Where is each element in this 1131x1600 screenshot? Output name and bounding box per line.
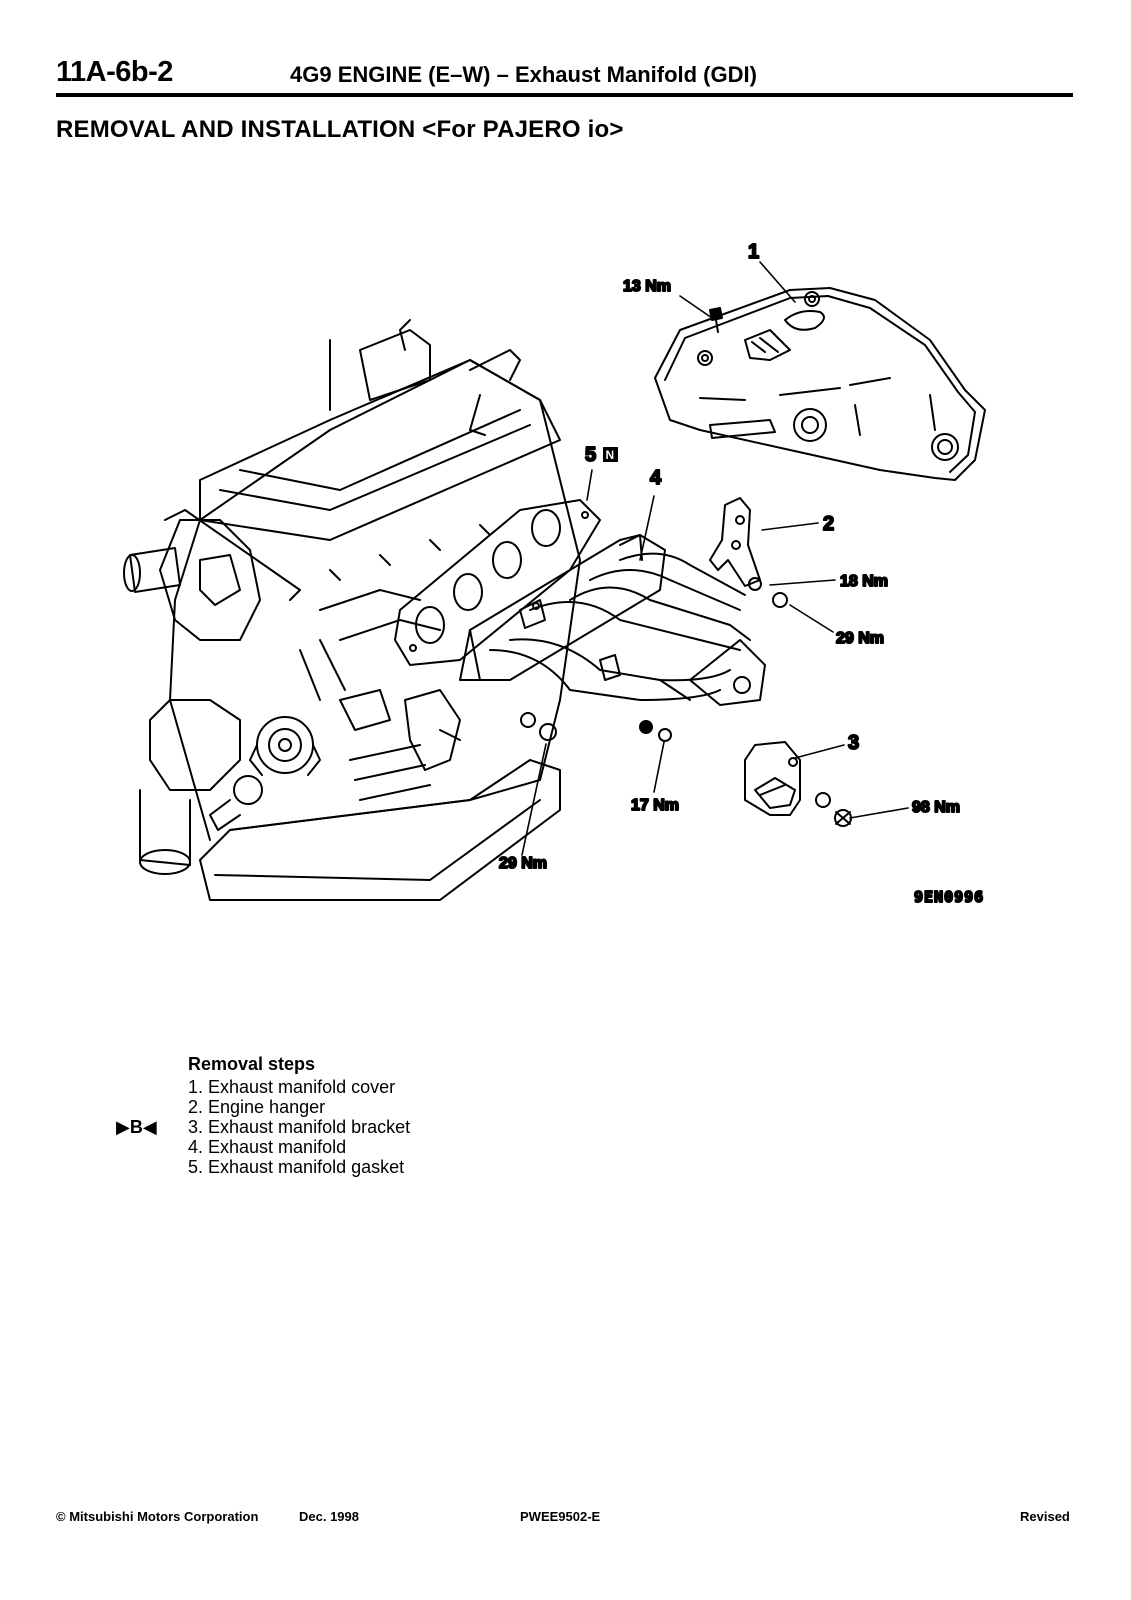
torque-hanger-nut: 18 Nm bbox=[840, 573, 888, 590]
exploded-view-diagram: 1 13 Nm 5 N 4 2 18 Nm 29 Nm 3 17 Nm 98 N… bbox=[123, 240, 986, 907]
leader-lines bbox=[521, 261, 909, 856]
torque-bracket-bolt: 98 Nm bbox=[912, 799, 960, 816]
figure-code: 9EN0996 bbox=[914, 888, 984, 906]
exhaust-manifold-cover-illustration bbox=[654, 287, 986, 481]
torque-manifold-nut-center: 17 Nm bbox=[631, 797, 679, 814]
removal-step: 3. Exhaust manifold bracket bbox=[188, 1117, 411, 1137]
page-title: 4G9 ENGINE (E–W) – Exhaust Manifold (GDI… bbox=[290, 62, 757, 87]
removal-step: 2. Engine hanger bbox=[188, 1097, 326, 1117]
exhaust-manifold-bracket-illustration bbox=[744, 741, 801, 816]
callout-4: 4 bbox=[650, 467, 662, 489]
manifold-nut-3 bbox=[639, 720, 653, 734]
new-part-badge-letter: N bbox=[606, 448, 615, 462]
engine-hanger-illustration bbox=[709, 497, 761, 587]
bracket-bolt bbox=[834, 809, 852, 827]
manifold-nut-1 bbox=[520, 712, 536, 728]
callout-1: 1 bbox=[748, 241, 759, 263]
removal-step: 4. Exhaust manifold bbox=[188, 1137, 347, 1157]
footer-status: Revised bbox=[1020, 1509, 1070, 1524]
new-part-badge bbox=[603, 447, 618, 462]
callout-3: 3 bbox=[848, 732, 859, 754]
page-code: 11A-6b-2 bbox=[56, 56, 173, 88]
bracket-washer bbox=[815, 792, 831, 808]
removal-step: 1. Exhaust manifold cover bbox=[188, 1077, 396, 1097]
callout-2: 2 bbox=[823, 513, 834, 535]
header-rule bbox=[56, 93, 1073, 97]
manifold-nut-2 bbox=[539, 723, 557, 741]
engine-block-illustration bbox=[123, 319, 581, 901]
callout-5: 5 bbox=[585, 444, 596, 466]
hanger-nut-1 bbox=[748, 577, 762, 591]
removal-steps-heading: Removal steps bbox=[188, 1054, 316, 1074]
torque-manifold-nut-left: 29 Nm bbox=[499, 855, 547, 872]
section-title: REMOVAL AND INSTALLATION <For PAJERO io> bbox=[56, 116, 624, 143]
footer-copyright: © Mitsubishi Motors Corporation bbox=[56, 1509, 259, 1524]
footer-date: Dec. 1998 bbox=[299, 1509, 359, 1524]
exhaust-manifold-illustration bbox=[459, 534, 766, 706]
torque-cover-bolt: 13 Nm bbox=[623, 278, 671, 295]
manifold-nut-4 bbox=[658, 728, 672, 742]
removal-step: 5. Exhaust manifold gasket bbox=[188, 1157, 405, 1177]
service-point-marker: ▶B◀ bbox=[116, 1117, 157, 1137]
torque-manifold-nut-right: 29 Nm bbox=[836, 630, 884, 647]
hanger-nut-2 bbox=[772, 592, 788, 608]
removal-steps-list: 1. Exhaust manifold cover 2. Engine hang… bbox=[188, 1077, 410, 1177]
footer-doc-code: PWEE9502-E bbox=[520, 1509, 601, 1524]
